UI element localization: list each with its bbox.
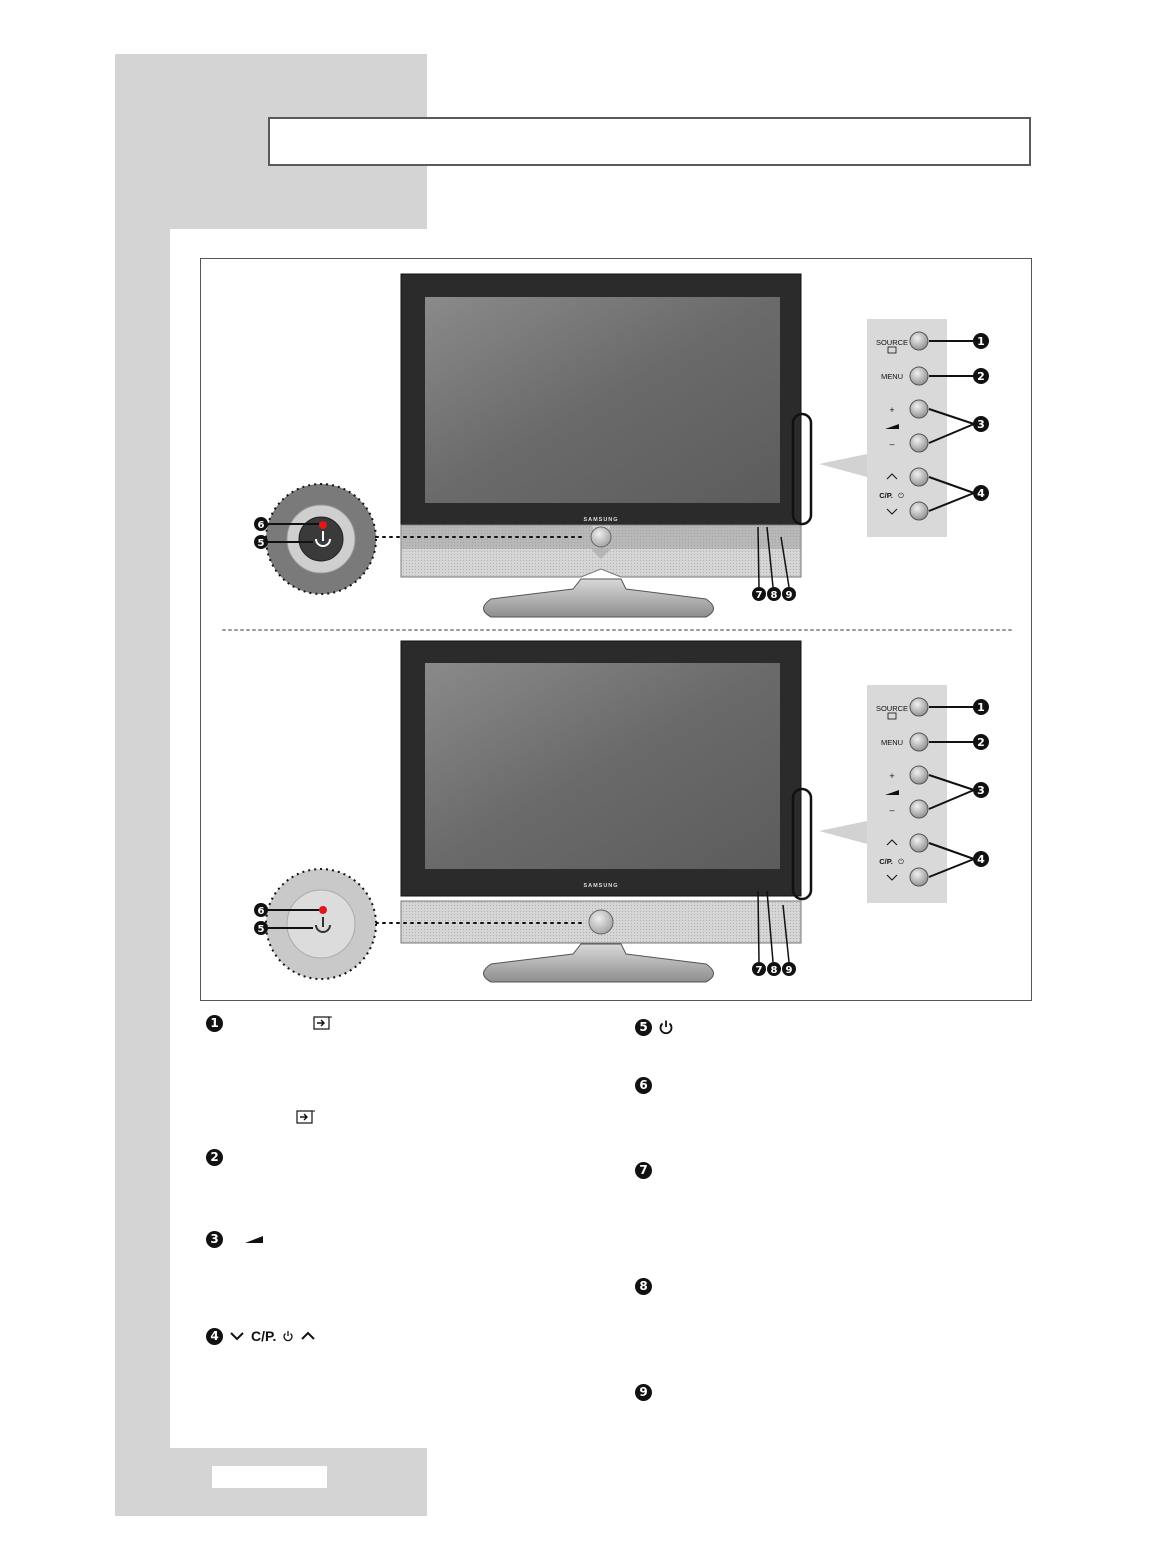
cp-text: C/P. (251, 1328, 277, 1344)
callout-6: 6 (258, 520, 265, 531)
callout-2: 2 (977, 736, 985, 749)
brand-logo: SAMSUNG (583, 883, 618, 889)
callout-9: 9 (786, 965, 793, 976)
brand-logo: SAMSUNG (583, 517, 618, 523)
menu-button (909, 366, 929, 386)
tv-figure: SAMSUNG 6 5 (200, 258, 1032, 1001)
desc-item-8: 8 (635, 1276, 652, 1296)
volume-down-button (909, 433, 929, 453)
desc-item-1: 1 (206, 1013, 333, 1033)
chevron-down-icon (230, 1332, 244, 1341)
tv-screen (425, 297, 780, 503)
bullet-6: 6 (635, 1076, 652, 1094)
volume-icon (885, 790, 899, 795)
left-margin-band (115, 54, 170, 1516)
callout-3: 3 (977, 784, 985, 797)
standby-indicator-red (319, 521, 327, 529)
chevron-down-icon (886, 508, 898, 515)
volume-up-button (909, 765, 929, 785)
menu-button (909, 732, 929, 752)
chevron-up-icon (301, 1331, 316, 1340)
desc-item-1-icon-second (296, 1107, 316, 1127)
power-icon (659, 1020, 673, 1035)
callout-7: 7 (756, 965, 763, 976)
bullet-7: 7 (635, 1161, 652, 1179)
cp-label: C/P. (879, 857, 893, 866)
svg-text:+: + (889, 405, 894, 415)
bullet-5: 5 (635, 1018, 652, 1036)
source-input-icon (313, 1016, 332, 1030)
tv-top: SAMSUNG 6 5 (254, 273, 989, 618)
callout-9: 9 (786, 590, 793, 601)
front-power-button (590, 526, 612, 548)
tv-stand (483, 943, 714, 983)
menu-label: MENU (881, 372, 903, 381)
source-input-icon (296, 1110, 315, 1124)
chevron-up-icon (886, 473, 898, 480)
bullet-2: 2 (206, 1148, 223, 1166)
callout-5: 5 (258, 924, 265, 935)
standby-indicator-red (319, 906, 327, 914)
desc-item-9: 9 (635, 1382, 652, 1402)
bullet-8: 8 (635, 1277, 652, 1295)
volume-down-button (909, 799, 929, 819)
volume-icon (885, 424, 899, 429)
desc-item-2: 2 (206, 1147, 223, 1167)
tv-screen (425, 663, 780, 869)
cp-label: C/P. (879, 491, 893, 500)
tv-stand (483, 578, 714, 618)
bullet-9: 9 (635, 1383, 652, 1401)
menu-label: MENU (881, 738, 903, 747)
power-icon (283, 1331, 294, 1342)
tv-illustrations: SAMSUNG 6 5 (222, 273, 1012, 983)
channel-down-button (909, 867, 929, 887)
bullet-1: 1 (206, 1014, 223, 1032)
callout-1: 1 (977, 701, 985, 714)
bullet-4: 4 (206, 1327, 223, 1345)
desc-item-5: 5 (635, 1017, 674, 1037)
bullet-3: 3 (206, 1230, 223, 1248)
desc-item-4: 4 C/P. (206, 1326, 316, 1346)
desc-item-3: 3 (206, 1229, 265, 1249)
page-number-box (212, 1466, 327, 1488)
callout-3: 3 (977, 418, 985, 431)
volume-up-button (909, 399, 929, 419)
side-panel-outline (791, 412, 813, 526)
channel-down-button (909, 501, 929, 521)
page-title-box (268, 117, 1031, 166)
callout-1: 1 (977, 335, 985, 348)
source-label: SOURCE (876, 704, 908, 713)
channel-up-button (909, 833, 929, 853)
control-panel-top (867, 319, 947, 537)
callout-4: 4 (977, 853, 985, 866)
callout-5: 5 (258, 538, 265, 549)
callout-6: 6 (258, 906, 265, 917)
desc-item-6: 6 (635, 1075, 652, 1095)
svg-text:–: – (889, 805, 894, 815)
callout-8: 8 (771, 590, 778, 601)
callout-4: 4 (977, 487, 985, 500)
control-panel-bottom (867, 685, 947, 903)
source-button (909, 697, 929, 717)
svg-text:⏻: ⏻ (898, 858, 904, 866)
channel-up-button (909, 467, 929, 487)
volume-icon (245, 1236, 263, 1243)
chevron-up-icon (886, 839, 898, 846)
callout-2: 2 (977, 370, 985, 383)
chevron-down-icon (886, 874, 898, 881)
callout-8: 8 (771, 965, 778, 976)
side-panel-outline (791, 787, 813, 901)
desc-item-7: 7 (635, 1160, 652, 1180)
source-label: SOURCE (876, 338, 908, 347)
svg-text:+: + (889, 771, 894, 781)
svg-text:⏻: ⏻ (898, 492, 904, 500)
tv-bottom: SAMSUNG 6 5 7 8 9 (254, 640, 989, 983)
callout-7: 7 (756, 590, 763, 601)
source-button (909, 331, 929, 351)
svg-text:–: – (889, 439, 894, 449)
front-power-button (588, 909, 614, 935)
